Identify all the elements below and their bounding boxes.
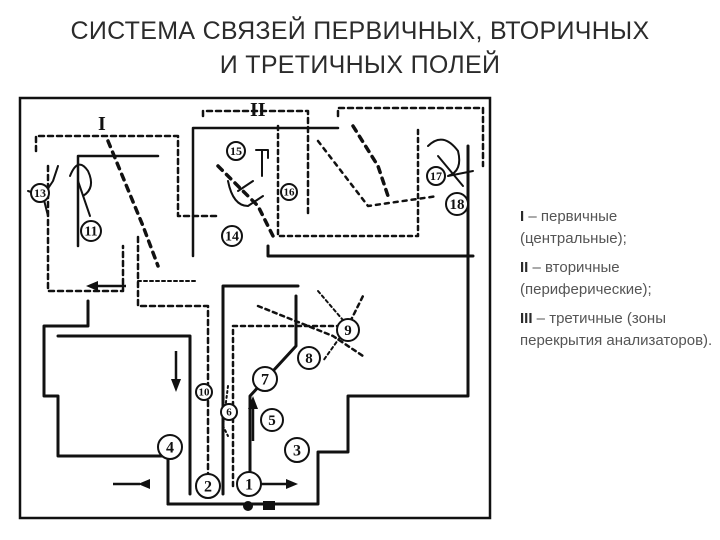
region-label-ii: II	[250, 99, 266, 121]
node-circle-14	[221, 225, 243, 247]
arrow-down-icon	[171, 379, 181, 392]
node-label-15: 15	[230, 144, 242, 158]
node-label-11: 11	[84, 225, 97, 240]
node-label-5: 5	[268, 413, 276, 429]
node-label-3: 3	[293, 442, 301, 459]
node-circle-10	[195, 383, 213, 401]
legend-item-secondary: II – вторичные (периферические);	[520, 257, 720, 301]
node-circle-2	[195, 473, 221, 499]
legend-num: III	[520, 310, 533, 327]
node-label-4: 4	[166, 439, 174, 456]
node-label-8: 8	[305, 351, 313, 367]
node-label-16: 16	[284, 187, 296, 199]
node-label-6: 6	[226, 407, 232, 419]
arrow-right-icon	[286, 479, 298, 489]
title-line-1: СИСТЕМА СВЯЗЕЙ ПЕРВИЧНЫХ, ВТОРИЧНЫХ	[70, 17, 650, 45]
legend-item-primary: I – первичные (центральные);	[520, 206, 720, 250]
node-circle-1	[236, 471, 262, 497]
connections-diagram: I II 1 2 3 4 5 6 7 8 9 10 11 13 14 15 16 17 18	[18, 96, 492, 520]
node-label-14: 14	[225, 230, 239, 245]
node-circle-11	[80, 220, 102, 242]
node-circle-13	[30, 183, 50, 203]
origin-block	[263, 501, 275, 510]
node-circle-3	[284, 437, 310, 463]
node-circle-4	[157, 434, 183, 460]
arrow-right-icon	[138, 479, 150, 489]
node-circle-18	[445, 192, 469, 216]
numbered-nodes: 1 2 3 4 5 6 7 8 9 10 11 13 14 15 16 17 18	[30, 141, 469, 499]
node-label-7: 7	[261, 371, 269, 388]
node-label-2: 2	[204, 478, 212, 495]
title-line-2: И ТРЕТИЧНЫХ ПОЛЕЙ	[219, 51, 501, 79]
arrow-up-icon	[248, 396, 258, 409]
legend: I – первичные (центральные); II – вторич…	[520, 206, 720, 359]
legend-text: – третичные (зоны перекрытия анализаторо…	[520, 310, 713, 349]
legend-text: – первичные (центральные);	[520, 208, 627, 247]
node-label-17: 17	[430, 169, 442, 183]
arrow-left-icon	[86, 281, 98, 291]
origin-dot	[243, 501, 253, 511]
node-circle-16	[280, 183, 298, 201]
node-circle-7	[252, 366, 278, 392]
arrows	[86, 281, 298, 489]
legend-num: II	[520, 259, 529, 276]
pathways	[27, 106, 485, 506]
diagram-svg: I II 1 2 3 4 5 6 7 8 9 10 11 13 14 15 16 17 18	[18, 96, 492, 520]
region-label-i: I	[98, 113, 106, 135]
slide-title: СИСТЕМА СВЯЗЕЙ ПЕРВИЧНЫХ, ВТОРИЧНЫХ И ТР…	[0, 14, 720, 82]
legend-text: – вторичные (периферические);	[520, 259, 652, 298]
node-label-9: 9	[344, 323, 352, 339]
node-circle-8	[297, 346, 321, 370]
node-circle-15	[226, 141, 246, 161]
node-label-1: 1	[245, 476, 253, 493]
node-circle-6	[220, 403, 238, 421]
legend-item-tertiary: III – третичные (зоны перекрытия анализа…	[520, 308, 720, 352]
node-circle-17	[426, 166, 446, 186]
node-circle-5	[260, 408, 284, 432]
node-label-18: 18	[450, 197, 465, 213]
node-circle-9	[336, 318, 360, 342]
diagram-frame	[18, 96, 492, 520]
node-label-13: 13	[34, 186, 46, 200]
legend-num: I	[520, 208, 525, 225]
node-label-10: 10	[199, 387, 211, 399]
